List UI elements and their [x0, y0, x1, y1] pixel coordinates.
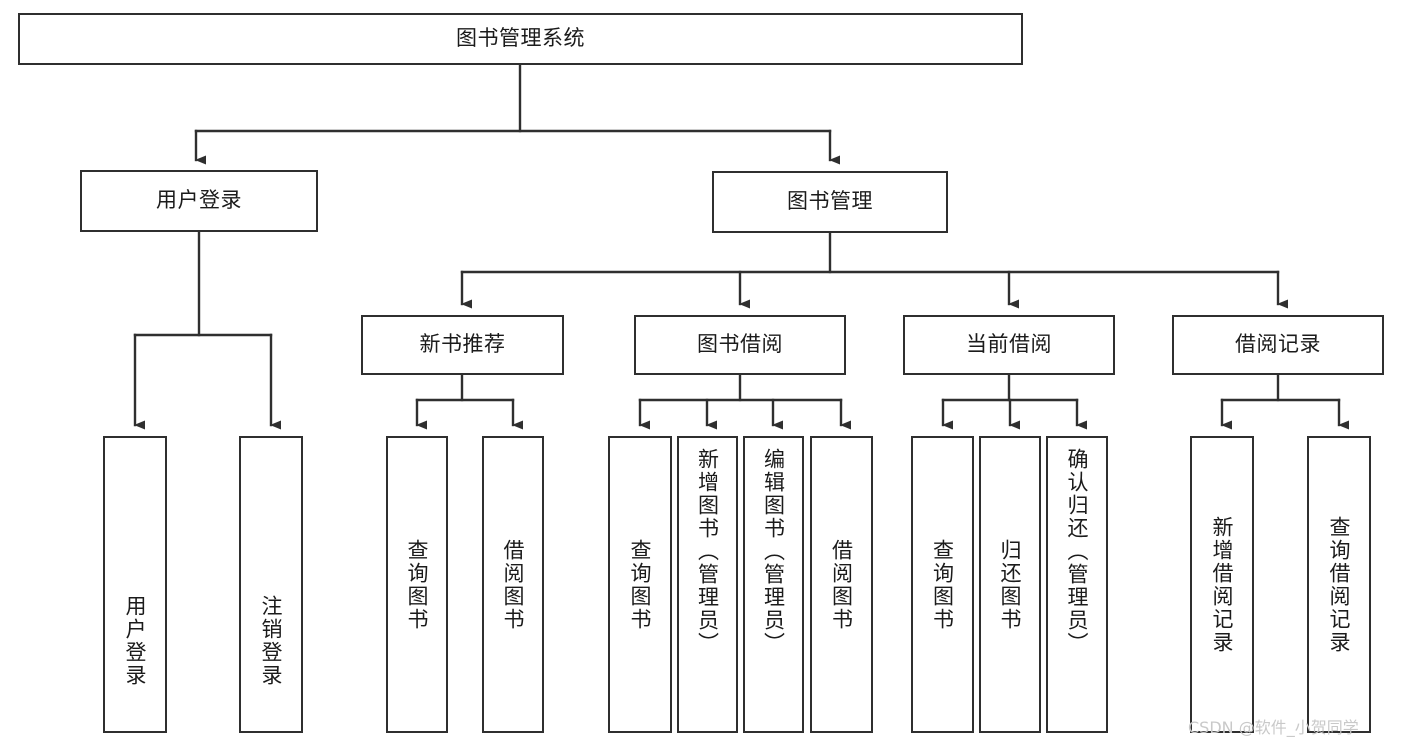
- node-label: 借阅图书: [501, 538, 526, 631]
- node-label: 编辑图书（管理员）: [761, 448, 786, 655]
- leaf-logout[interactable]: 注销登录: [239, 436, 303, 733]
- node-new-book-recommend[interactable]: 新书推荐: [361, 315, 564, 375]
- node-label: 查询图书: [930, 538, 955, 631]
- node-label: 注销登录: [259, 595, 284, 687]
- node-label: 新书推荐: [419, 332, 506, 357]
- node-root-book-management-system[interactable]: 图书管理系统: [18, 13, 1023, 65]
- leaf-confirm-return-admin[interactable]: 确认归还（管理员）: [1046, 436, 1108, 733]
- node-label: 图书管理系统: [456, 26, 585, 51]
- leaf-query-book-current[interactable]: 查询图书: [911, 436, 974, 733]
- node-label: 图书借阅: [697, 332, 783, 357]
- node-label: 用户登录: [156, 188, 242, 213]
- node-borrow-record[interactable]: 借阅记录: [1172, 315, 1384, 375]
- node-user-login[interactable]: 用户登录: [80, 170, 318, 232]
- leaf-borrow-book[interactable]: 借阅图书: [810, 436, 873, 733]
- node-label: 借阅记录: [1235, 332, 1321, 357]
- node-label: 用户登录: [123, 595, 148, 687]
- leaf-add-borrow-record[interactable]: 新增借阅记录: [1190, 436, 1254, 733]
- node-label: 查询借阅记录: [1327, 515, 1352, 654]
- node-book-management[interactable]: 图书管理: [712, 171, 948, 233]
- node-label: 新增借阅记录: [1210, 515, 1235, 654]
- leaf-query-book-borrow[interactable]: 查询图书: [608, 436, 672, 733]
- leaf-user-login[interactable]: 用户登录: [103, 436, 167, 733]
- leaf-query-book-recommend[interactable]: 查询图书: [386, 436, 448, 733]
- leaf-return-book[interactable]: 归还图书: [979, 436, 1041, 733]
- leaf-borrow-book-recommend[interactable]: 借阅图书: [482, 436, 544, 733]
- node-label: 新增图书（管理员）: [695, 448, 720, 655]
- node-label: 查询图书: [405, 538, 430, 631]
- node-current-borrow[interactable]: 当前借阅: [903, 315, 1115, 375]
- node-label: 借阅图书: [829, 538, 854, 631]
- leaf-edit-book-admin[interactable]: 编辑图书（管理员）: [743, 436, 804, 733]
- node-label: 查询图书: [628, 538, 653, 631]
- leaf-add-book-admin[interactable]: 新增图书（管理员）: [677, 436, 738, 733]
- node-label: 归还图书: [998, 538, 1023, 631]
- node-label: 当前借阅: [966, 332, 1052, 357]
- node-label: 图书管理: [787, 189, 873, 214]
- leaf-query-borrow-record[interactable]: 查询借阅记录: [1307, 436, 1371, 733]
- node-label: 确认归还（管理员）: [1065, 448, 1090, 655]
- csdn-watermark: CSDN @软件_小贺同学: [1188, 718, 1359, 737]
- node-book-borrow[interactable]: 图书借阅: [634, 315, 846, 375]
